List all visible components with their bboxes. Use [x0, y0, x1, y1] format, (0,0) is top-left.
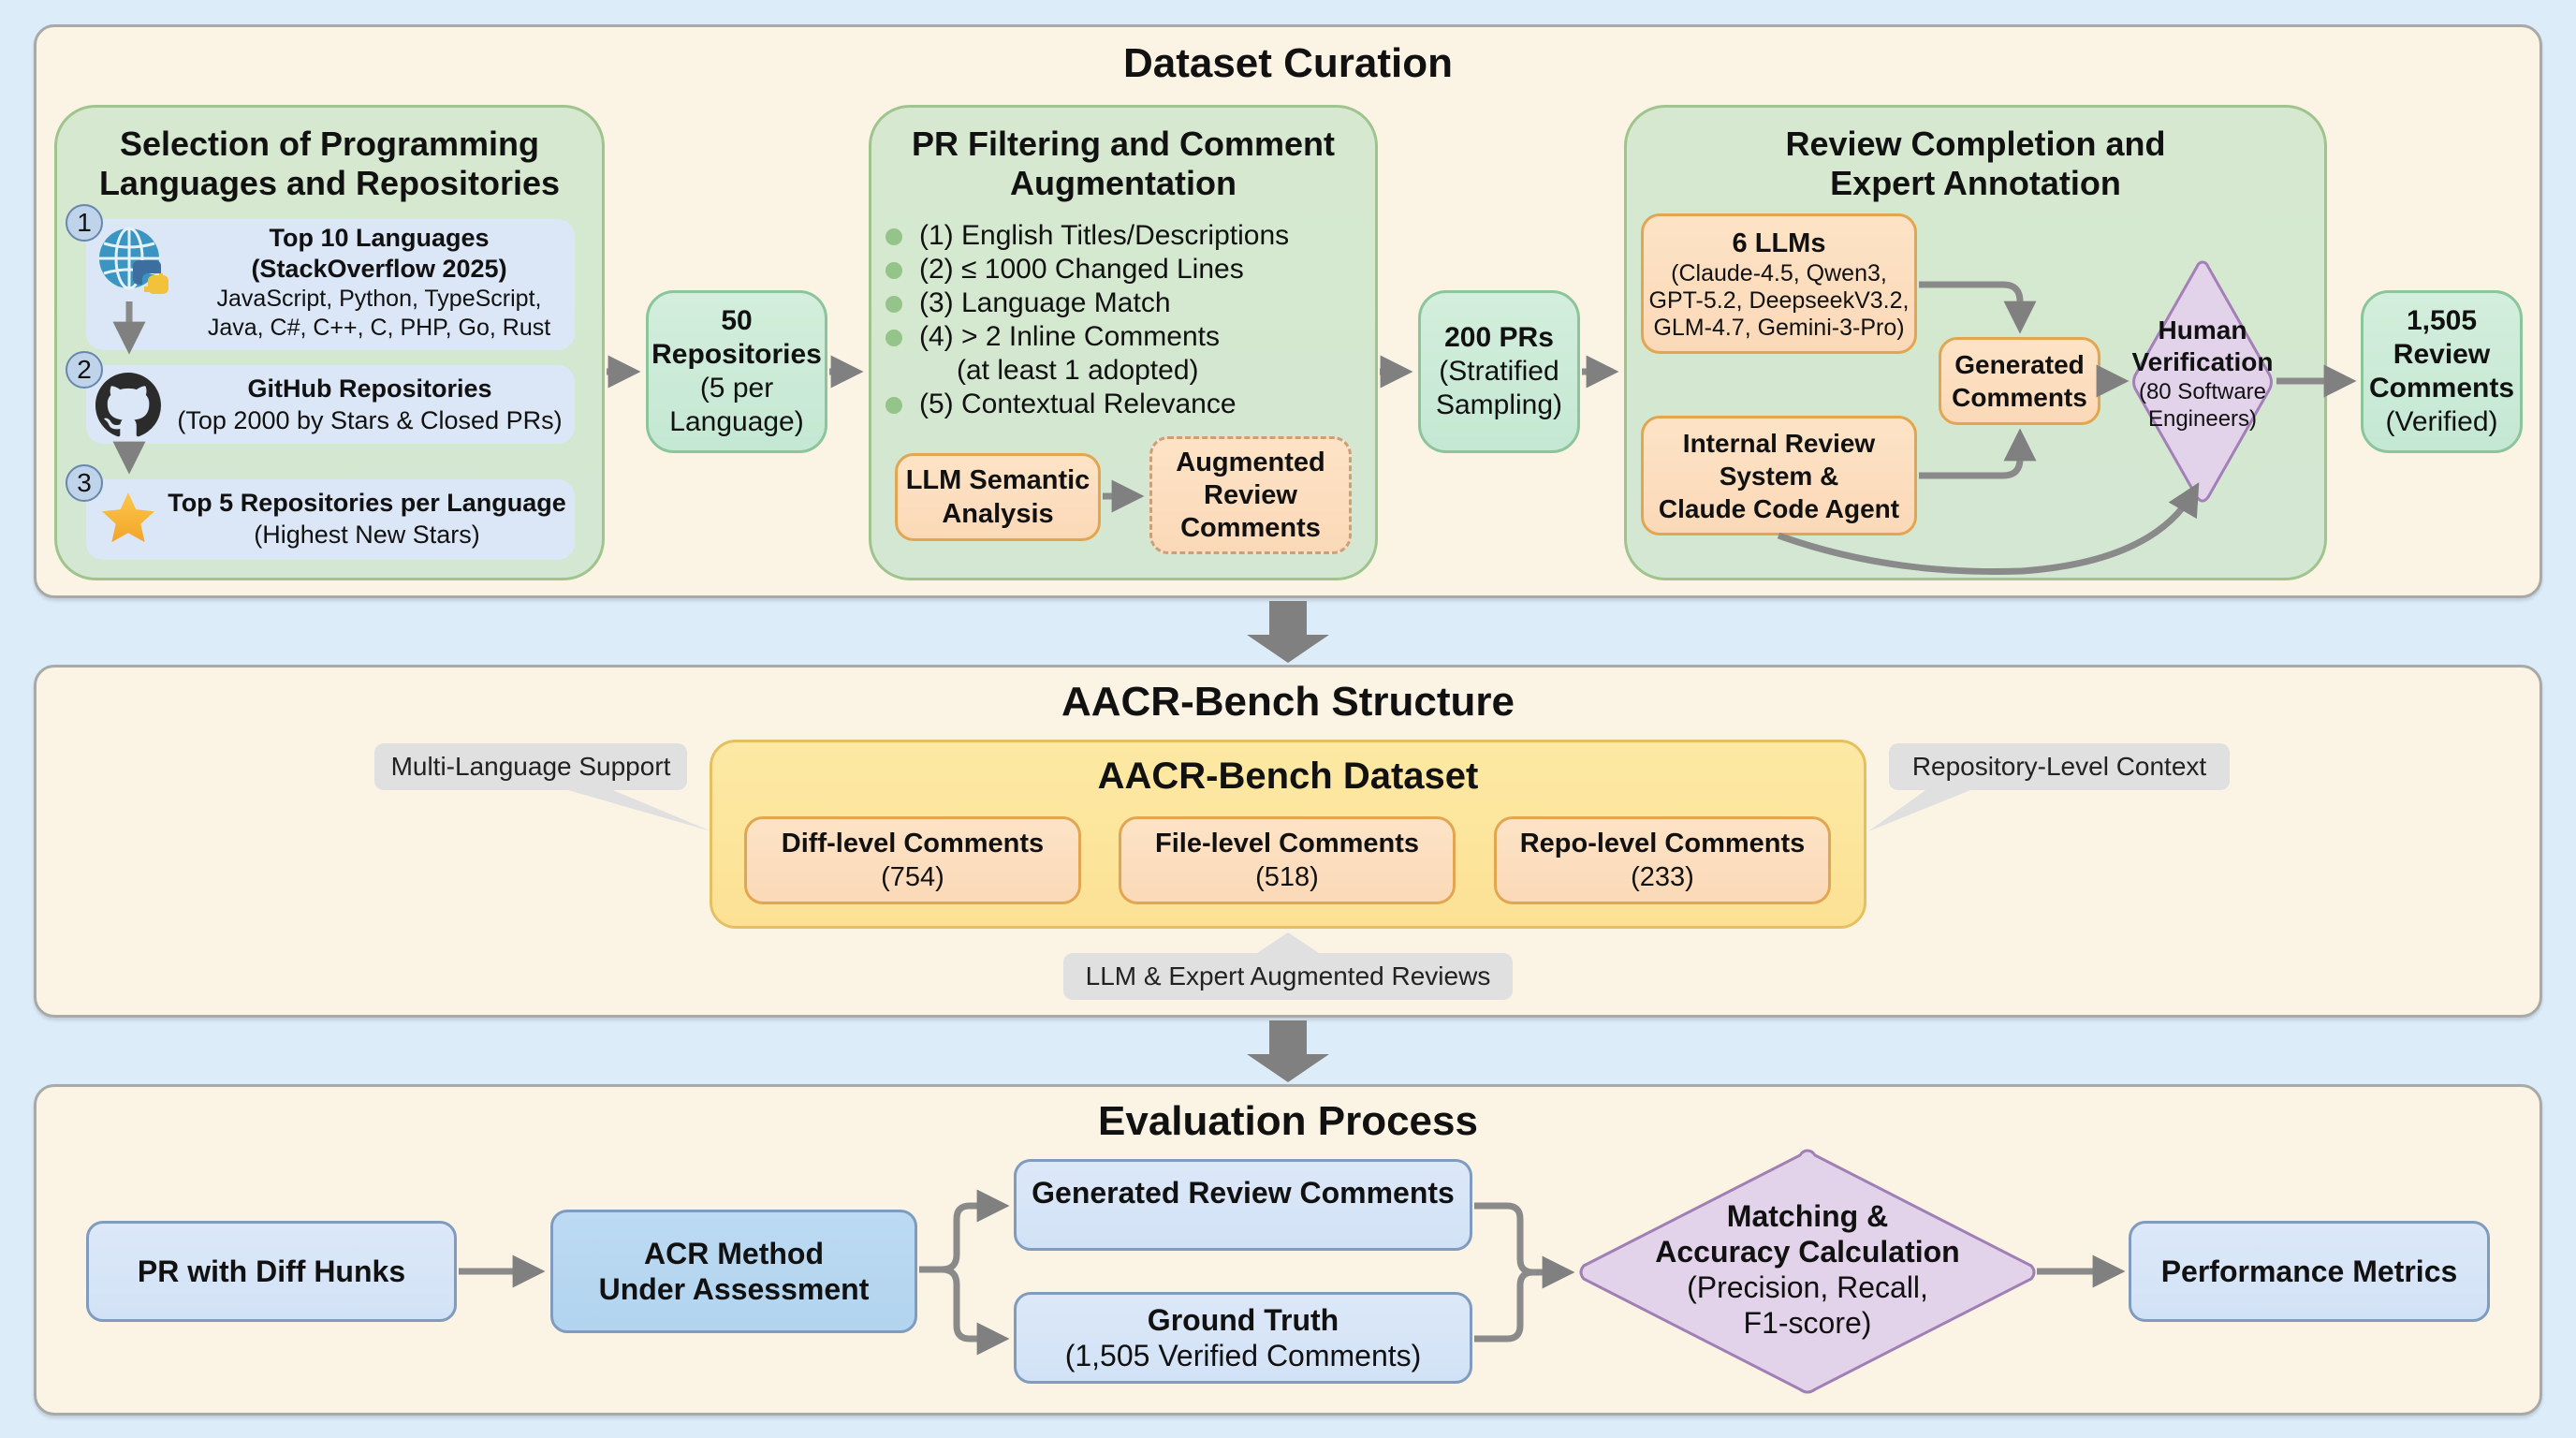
filter-criterion-sub: (at least 1 adopted)	[957, 355, 1199, 386]
generated-comments-box: Generated Comments	[1939, 337, 2100, 425]
step-3-text: Top 5 Repositories per Language (Highest…	[168, 489, 566, 549]
augmented-review-comments-box: Augmented Review Comments	[1149, 436, 1352, 554]
step-2-text: GitHub Repositories (Top 2000 by Stars &…	[177, 374, 563, 434]
repo-level-comments-box: Repo-level Comments (233)	[1494, 816, 1831, 904]
repositories-count-box: 50 Repositories (5 per Language)	[646, 290, 827, 453]
bullet-icon	[886, 262, 902, 280]
human-verification-diamond	[2132, 260, 2273, 503]
verified-comments-box: 1,505 Review Comments (Verified)	[2361, 290, 2523, 453]
pr-diff-hunks-box: PR with Diff Hunks	[86, 1221, 457, 1322]
filter-criterion: (5) Contextual Relevance	[886, 388, 1372, 421]
filtering-title: PR Filtering and Comment Augmentation	[911, 125, 1336, 202]
filter-criterion: (1) English Titles/Descriptions	[886, 219, 1372, 253]
github-icon	[95, 373, 161, 437]
review-completion-title: Review Completion and Expert Annotation	[1785, 125, 2166, 202]
step-2-card	[86, 365, 575, 444]
bullet-icon	[886, 228, 902, 246]
bullet-icon	[886, 397, 902, 415]
sampled-prs-box: 200 PRs (Stratified Sampling)	[1418, 290, 1580, 453]
acr-method-box: ACR Method Under Assessment	[550, 1210, 917, 1333]
step-3-card	[86, 479, 575, 560]
ground-truth-box: Ground Truth (1,505 Verified Comments)	[1014, 1292, 1472, 1384]
dataset-curation-title: Dataset Curation	[1122, 40, 1454, 86]
llm-semantic-analysis-box: LLM Semantic Analysis	[895, 453, 1101, 541]
matching-accuracy-text: Matching & Accuracy Calculation (Precisi…	[1655, 1199, 1960, 1340]
step-2-number: 2	[66, 351, 103, 389]
step-1-text: Top 10 Languages (StackOverflow 2025) Ja…	[207, 224, 551, 341]
evaluation-title: Evaluation Process	[1098, 1098, 1478, 1144]
star-icon	[102, 492, 154, 543]
internal-review-system-box: Internal Review System & Claude Code Age…	[1641, 416, 1917, 536]
generated-review-comments-box: Generated Review Comments	[1014, 1159, 1472, 1251]
six-llms-box: 6 LLMs (Claude-4.5, Qwen3, GPT-5.2, Deep…	[1641, 213, 1917, 354]
bullet-icon	[886, 296, 902, 314]
filter-criteria-list: (1) English Titles/Descriptions (2) ≤ 10…	[886, 219, 1372, 421]
matching-accuracy-diamond	[1579, 1149, 2036, 1394]
globe-python-icon	[99, 227, 168, 294]
filter-criterion: (4) > 2 Inline Comments	[886, 320, 1372, 354]
aacr-dataset-title: AACR-Bench Dataset	[1097, 756, 1479, 797]
performance-metrics-box: Performance Metrics	[2129, 1221, 2490, 1322]
structure-to-evaluation-arrow	[1247, 1020, 1329, 1082]
step-3-number: 3	[66, 464, 103, 502]
file-level-comments-box: File-level Comments (518)	[1119, 816, 1456, 904]
structure-title: AACR-Bench Structure	[1061, 679, 1515, 725]
filter-criterion: (3) Language Match	[886, 286, 1372, 320]
diff-level-comments-box: Diff-level Comments (754)	[744, 816, 1081, 904]
multi-language-callout: Multi-Language Support	[374, 743, 687, 790]
human-verification-text: Human Verification (80 Software Engineer…	[2131, 315, 2274, 432]
repository-context-callout: Repository-Level Context	[1889, 743, 2230, 790]
augmented-reviews-callout: LLM & Expert Augmented Reviews	[1063, 953, 1513, 1000]
curation-to-structure-arrow	[1247, 601, 1329, 663]
step-1-number: 1	[66, 204, 103, 242]
filter-criterion: (2) ≤ 1000 Changed Lines	[886, 253, 1372, 286]
selection-title: Selection of Programming Languages and R…	[98, 125, 561, 202]
bullet-icon	[886, 330, 902, 347]
